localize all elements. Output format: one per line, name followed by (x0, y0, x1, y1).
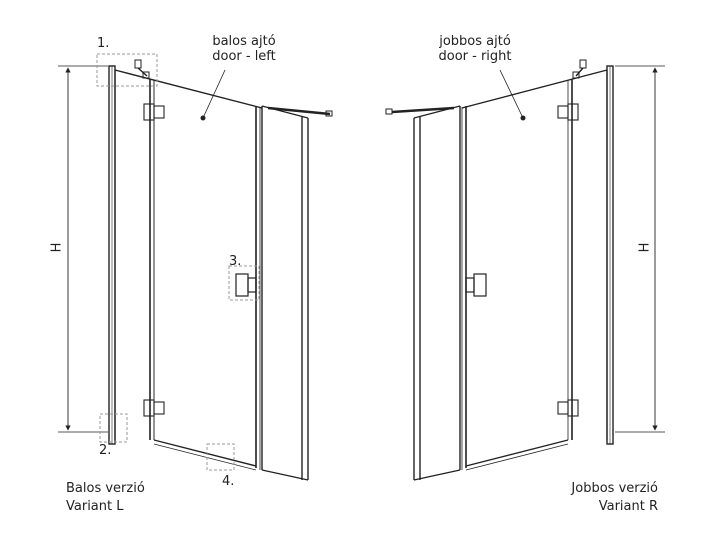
right-height-dimension (615, 65, 665, 433)
left-wall-bracket (134, 59, 150, 79)
left-door-panel (153, 69, 261, 471)
right-hinge-bottom (557, 399, 579, 417)
left-fixed-panel (114, 70, 155, 440)
left-handle (235, 273, 257, 297)
callout-box-4 (206, 443, 235, 471)
right-door-panel (461, 69, 569, 471)
left-caption: Balos verzió (66, 481, 145, 496)
right-side-panel (413, 105, 461, 481)
right-door-label-en: door - right (438, 49, 512, 64)
left-side-panel (261, 105, 309, 481)
right-caption-en: Variant R (598, 499, 658, 514)
right-wall-profile (606, 65, 614, 445)
callout-3: 3. (229, 254, 242, 269)
right-variant (385, 59, 665, 481)
right-hinge-top (557, 103, 579, 121)
left-height-dimension (58, 65, 108, 433)
left-door-label-en: door - left (212, 49, 276, 64)
left-stabilizer-bar (267, 106, 333, 117)
callout-box-3 (228, 265, 260, 301)
callout-1: 1. (97, 36, 110, 51)
right-caption: Jobbos verzió (571, 481, 658, 496)
callout-4: 4. (222, 474, 235, 489)
right-handle (465, 273, 487, 297)
right-door-label: jobbos ajtó (439, 34, 511, 49)
right-top-bar (461, 69, 608, 109)
right-height-label: H (637, 242, 653, 253)
left-height-label: H (49, 242, 65, 253)
right-fixed-panel (567, 70, 608, 440)
left-variant (58, 53, 333, 481)
left-hinge-top (143, 103, 165, 121)
right-stabilizer-bar (385, 106, 455, 115)
left-top-bar (114, 69, 263, 109)
left-caption-en: Variant L (66, 499, 124, 514)
callout-box-2 (99, 413, 128, 443)
right-wall-bracket (572, 59, 587, 79)
left-hinge-bottom (143, 399, 165, 417)
left-wall-profile (108, 65, 116, 445)
callout-2: 2. (99, 443, 112, 458)
callout-box-1 (96, 53, 158, 87)
left-door-label: balos ajtó (212, 34, 276, 49)
